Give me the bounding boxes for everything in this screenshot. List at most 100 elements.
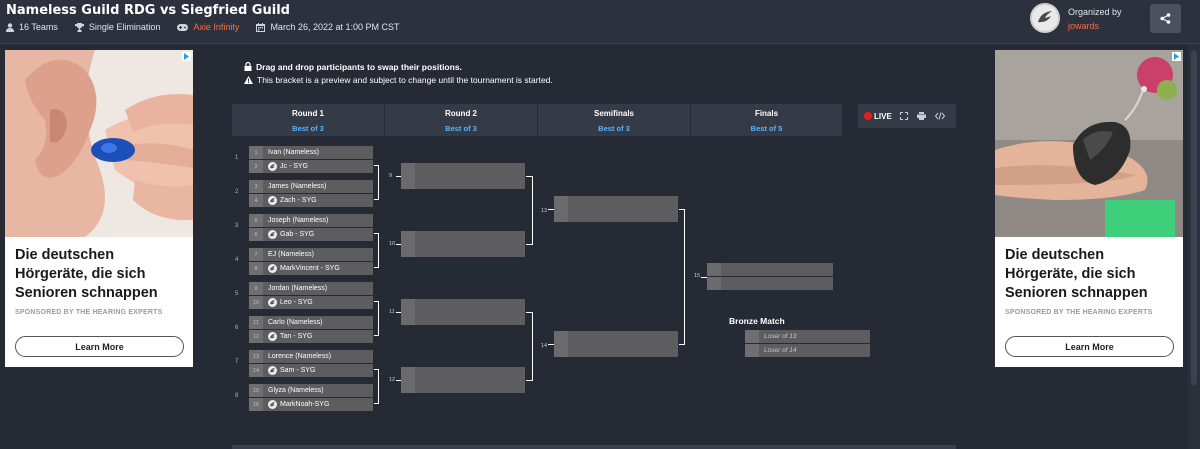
participant-slot[interactable]: 2 Jc - SYG: [249, 160, 373, 173]
participant-slot[interactable]: 9 Jordan (Nameless): [249, 282, 373, 295]
bracket-connector: [526, 380, 533, 381]
organizer-link[interactable]: jowards: [1068, 21, 1100, 31]
bracket-connector: [396, 380, 401, 381]
seed-number: 8: [249, 262, 263, 275]
seed-number: 16: [249, 398, 263, 411]
seed-number: [401, 312, 415, 325]
seed-number: 9: [249, 282, 263, 295]
advertisement-right[interactable]: Die deutschen Hörgeräte, die sich Senior…: [995, 50, 1183, 367]
participant-slot[interactable]: [401, 231, 525, 244]
team-logo-icon: [268, 366, 277, 375]
bracket-connector: [548, 344, 554, 345]
bracket-connector: [396, 244, 401, 245]
round-name: Round 2: [445, 109, 477, 118]
share-button[interactable]: [1150, 4, 1181, 33]
bracket-connector: [701, 277, 707, 278]
live-label[interactable]: LIVE: [874, 111, 892, 121]
participant-slot[interactable]: [554, 331, 678, 344]
bracket-connector: [374, 199, 379, 200]
round-best-of[interactable]: Best of 3: [292, 124, 324, 133]
participant-slot[interactable]: [401, 163, 525, 176]
match-number: 7: [235, 359, 239, 365]
ad-learn-more-button[interactable]: Learn More: [1005, 336, 1174, 357]
lock-icon: [244, 62, 252, 71]
participant-slot[interactable]: [707, 277, 833, 290]
participant-name: Zach - SYG: [280, 197, 317, 204]
advertisement-left[interactable]: Die deutschen Hörgeräte, die sich Senior…: [5, 50, 193, 367]
bracket-connector: [374, 301, 379, 302]
expand-icon: [899, 112, 908, 120]
format-label: Single Elimination: [74, 22, 160, 32]
participant-slot[interactable]: Loser of 13: [745, 330, 870, 343]
tournament-meta: 16 Teams Single Elimination Axie Infinit…: [6, 22, 417, 32]
game-link[interactable]: Axie Infinity: [177, 22, 239, 32]
participant-slot[interactable]: [401, 176, 525, 189]
seed-number: [401, 163, 415, 176]
ad-learn-more-button[interactable]: Learn More: [15, 336, 184, 357]
participant-slot[interactable]: [554, 344, 678, 357]
ad-image[interactable]: [5, 50, 193, 237]
participant-slot[interactable]: [707, 263, 833, 276]
seed-number: [401, 299, 415, 312]
bracket-connector: [378, 301, 379, 336]
user-icon: [6, 22, 14, 32]
adchoices-icon[interactable]: [182, 52, 191, 61]
embed-button[interactable]: [934, 112, 945, 120]
participant-slot[interactable]: [554, 209, 678, 222]
team-logo-icon: [268, 400, 277, 409]
bracket-connector: [679, 344, 685, 345]
bracket-connector: [396, 176, 401, 177]
bracket-connector: [374, 369, 379, 370]
print-button[interactable]: [916, 112, 926, 120]
participant-slot[interactable]: 16 MarkNoah-SYG: [249, 398, 373, 411]
participant-name: Jc - SYG: [280, 163, 309, 170]
participant-name: Jordan (Nameless): [268, 285, 328, 292]
round-best-of[interactable]: Best of 3: [445, 124, 477, 133]
participant-slot[interactable]: [401, 380, 525, 393]
participant-slot[interactable]: [401, 244, 525, 257]
participant-slot[interactable]: [401, 299, 525, 312]
participant-name: Loser of 14: [764, 347, 797, 354]
seed-number: 2: [249, 160, 263, 173]
team-logo-icon: [268, 332, 277, 341]
round-best-of[interactable]: Best of 3: [598, 124, 630, 133]
participant-slot[interactable]: [554, 196, 678, 209]
ad-headline[interactable]: Die deutschen Hörgeräte, die sich Senior…: [1005, 247, 1148, 301]
bracket-connector: [526, 244, 533, 245]
seed-number: 1: [249, 146, 263, 159]
expand-button[interactable]: [899, 112, 908, 120]
organizer-avatar[interactable]: [1030, 3, 1060, 33]
bracket-scrollbar[interactable]: [232, 445, 956, 449]
live-indicator-icon: [864, 112, 872, 120]
participant-slot[interactable]: [401, 312, 525, 325]
bracket-connector: [374, 233, 379, 234]
participant-slot[interactable]: [401, 367, 525, 380]
team-logo-icon: [268, 264, 277, 273]
round-best-of[interactable]: Best of 5: [750, 124, 783, 133]
drag-drop-hint: Drag and drop participants to swap their…: [256, 61, 462, 72]
ad-image[interactable]: [995, 50, 1183, 237]
ad-headline[interactable]: Die deutschen Hörgeräte, die sich Senior…: [15, 247, 158, 301]
participant-name: Lorence (Nameless): [268, 353, 332, 360]
participant-slot[interactable]: Loser of 14: [745, 344, 870, 357]
adchoices-icon[interactable]: [1172, 52, 1181, 61]
bracket-connector: [378, 369, 379, 404]
participant-name: MarkNoah-SYG: [280, 401, 330, 408]
seed-number: 11: [249, 316, 263, 329]
seed-number: 3: [249, 180, 263, 193]
match-number: 6: [235, 325, 239, 331]
scrollbar-thumb[interactable]: [1191, 50, 1197, 385]
